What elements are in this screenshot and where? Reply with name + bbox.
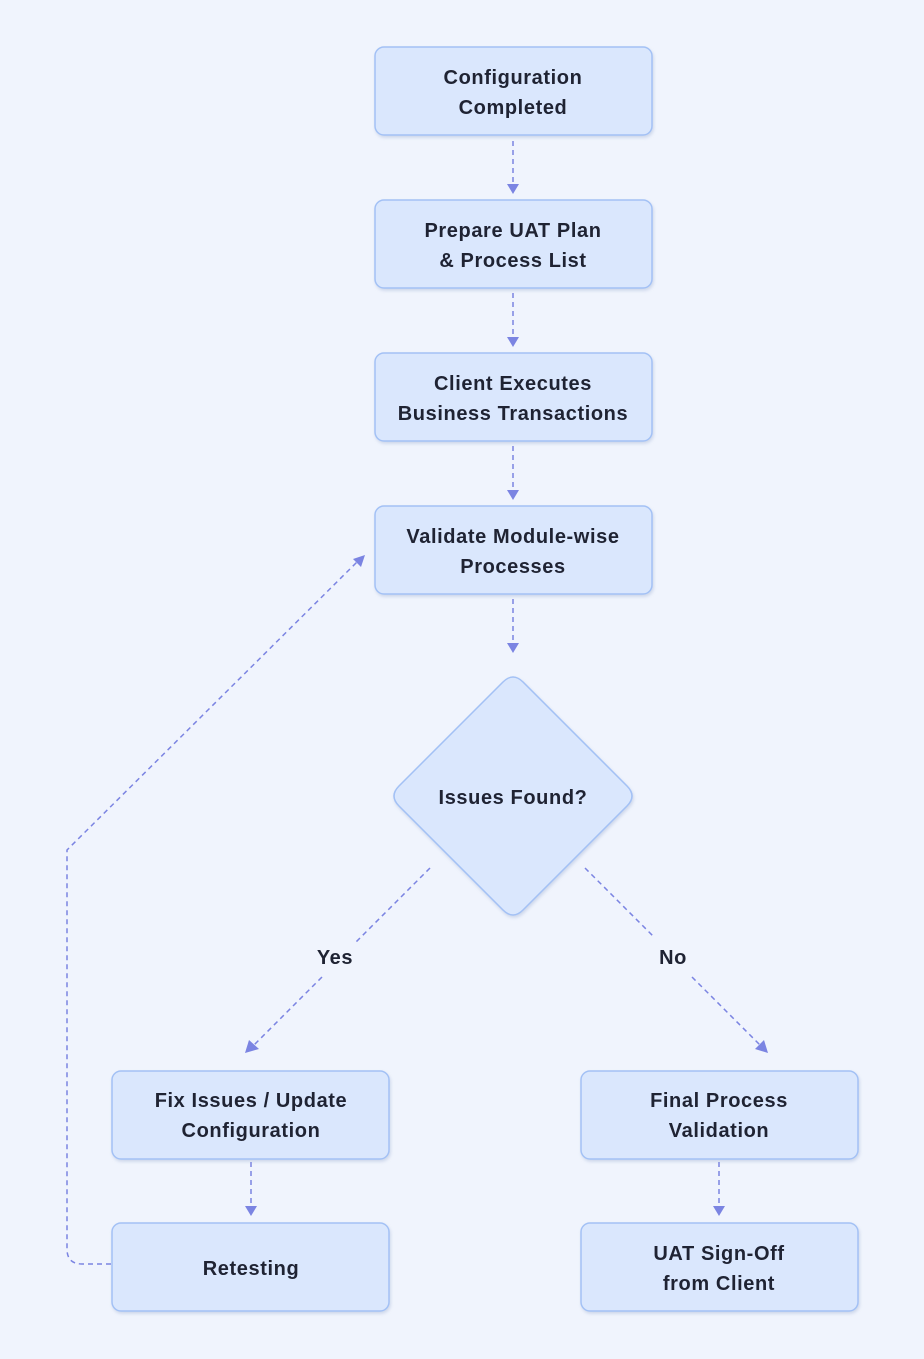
node-label-line: Validation [669, 1120, 769, 1142]
node-label-line: Fix Issues / Update [155, 1090, 348, 1112]
arrowhead [507, 337, 519, 347]
node-label-line: & Process List [439, 250, 586, 272]
arrowhead [245, 1040, 259, 1053]
node-label-line: Client Executes [434, 373, 592, 395]
arrowhead [353, 555, 365, 567]
node-label-line: Prepare UAT Plan [424, 220, 601, 242]
node-label-line: Validate Module-wise [406, 526, 619, 548]
node-label-line: Issues Found? [439, 787, 588, 809]
node-label-line: Retesting [203, 1258, 300, 1280]
node-uat-signoff: UAT Sign-Off from Client [580, 1222, 859, 1312]
edge-retesting-loop [66, 561, 358, 1265]
node-client-executes: Client Executes Business Transactions [374, 352, 653, 442]
edges [66, 141, 768, 1265]
node-issues-found-decision: Issues Found? [393, 676, 633, 916]
node-retesting: Retesting [111, 1222, 390, 1312]
arrowhead [713, 1206, 725, 1216]
node-validate-processes: Validate Module-wise Processes [374, 505, 653, 595]
node-final-process-validation: Final Process Validation [580, 1070, 859, 1160]
edge-label-yes: Yes [317, 947, 353, 969]
node-label-line: Completed [459, 97, 568, 119]
node-fix-issues: Fix Issues / Update Configuration [111, 1070, 390, 1160]
edge-label-no: No [659, 947, 687, 969]
arrowhead [507, 184, 519, 194]
node-label-line: from Client [663, 1273, 775, 1295]
node-label-line: Processes [460, 556, 565, 578]
arrowhead [245, 1206, 257, 1216]
edge-decision-yes [253, 867, 431, 1046]
node-label-line: Configuration [444, 67, 583, 89]
node-label-line: Configuration [182, 1120, 321, 1142]
arrowhead [755, 1040, 768, 1053]
node-label-line: UAT Sign-Off [653, 1243, 784, 1265]
arrowhead [507, 490, 519, 500]
arrowhead [507, 643, 519, 653]
node-prepare-uat-plan: Prepare UAT Plan & Process List [374, 199, 653, 289]
node-label-line: Final Process [650, 1090, 788, 1112]
node-label-line: Business Transactions [398, 403, 628, 425]
edge-decision-no [584, 867, 761, 1046]
node-configuration-completed: Configuration Completed [374, 46, 653, 136]
